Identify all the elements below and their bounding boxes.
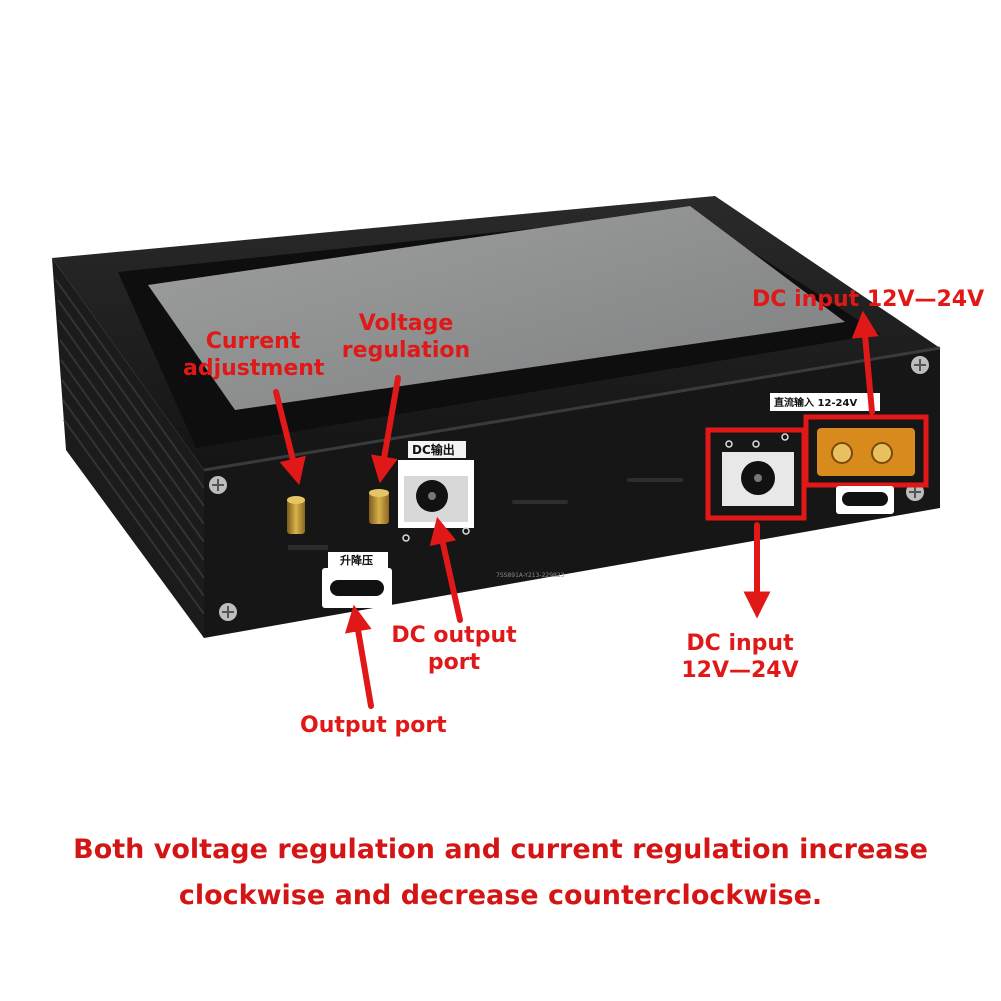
current-adjustment-arrow <box>273 389 306 486</box>
output-port-label: Output port <box>300 713 447 738</box>
voltage-potentiometer[interactable] <box>369 489 389 524</box>
dc-input-top-arrow <box>851 310 879 415</box>
current-adjustment-label: Current adjustment <box>183 328 325 382</box>
voltage-regulation-label: Voltage regulation <box>336 310 476 364</box>
screw-icon <box>911 356 929 374</box>
callout-line: Voltage <box>358 311 454 336</box>
dc-output-jack[interactable] <box>398 460 474 542</box>
caption-line-2: clockwise and decrease counterclockwise. <box>178 880 823 911</box>
callout-line: port <box>427 650 481 675</box>
usb-c-output-port[interactable] <box>322 568 392 608</box>
display-screen <box>148 206 845 410</box>
serial-label: 7SS891A-Y213-229823 <box>496 572 565 579</box>
output-port-arrow <box>344 604 374 709</box>
callout-line: regulation <box>341 338 471 363</box>
dc-out-label: DC输出 <box>412 442 455 457</box>
current-potentiometer[interactable] <box>287 496 328 550</box>
callout-line: DC output <box>391 623 517 648</box>
dc-output-port-arrow <box>429 516 463 623</box>
callout-line: adjustment <box>183 356 325 381</box>
caption-line-1: Both voltage regulation and current regu… <box>73 834 928 865</box>
voltage-regulation-arrow <box>371 375 401 484</box>
screw-icon <box>209 476 227 494</box>
usb-c-port-right[interactable] <box>836 486 894 514</box>
callout-line: DC input <box>686 631 794 656</box>
buck-boost-label: 升降压 <box>340 553 373 567</box>
screw-icon <box>219 603 237 621</box>
enclosure-side-fins <box>52 258 205 638</box>
dc-input-top-label: DC input 12V—24V <box>752 287 985 312</box>
callout-line: Current <box>205 329 301 354</box>
vent-slots <box>512 478 683 504</box>
dc-output-port-label: DC output port <box>384 622 524 676</box>
dc-input-label: DC input 12V—24V <box>670 630 810 684</box>
xt60-input-connector[interactable] <box>803 414 929 488</box>
callout-line: 12V—24V <box>681 658 799 683</box>
dc-in-label: 直流输入 12-24V <box>774 396 857 409</box>
